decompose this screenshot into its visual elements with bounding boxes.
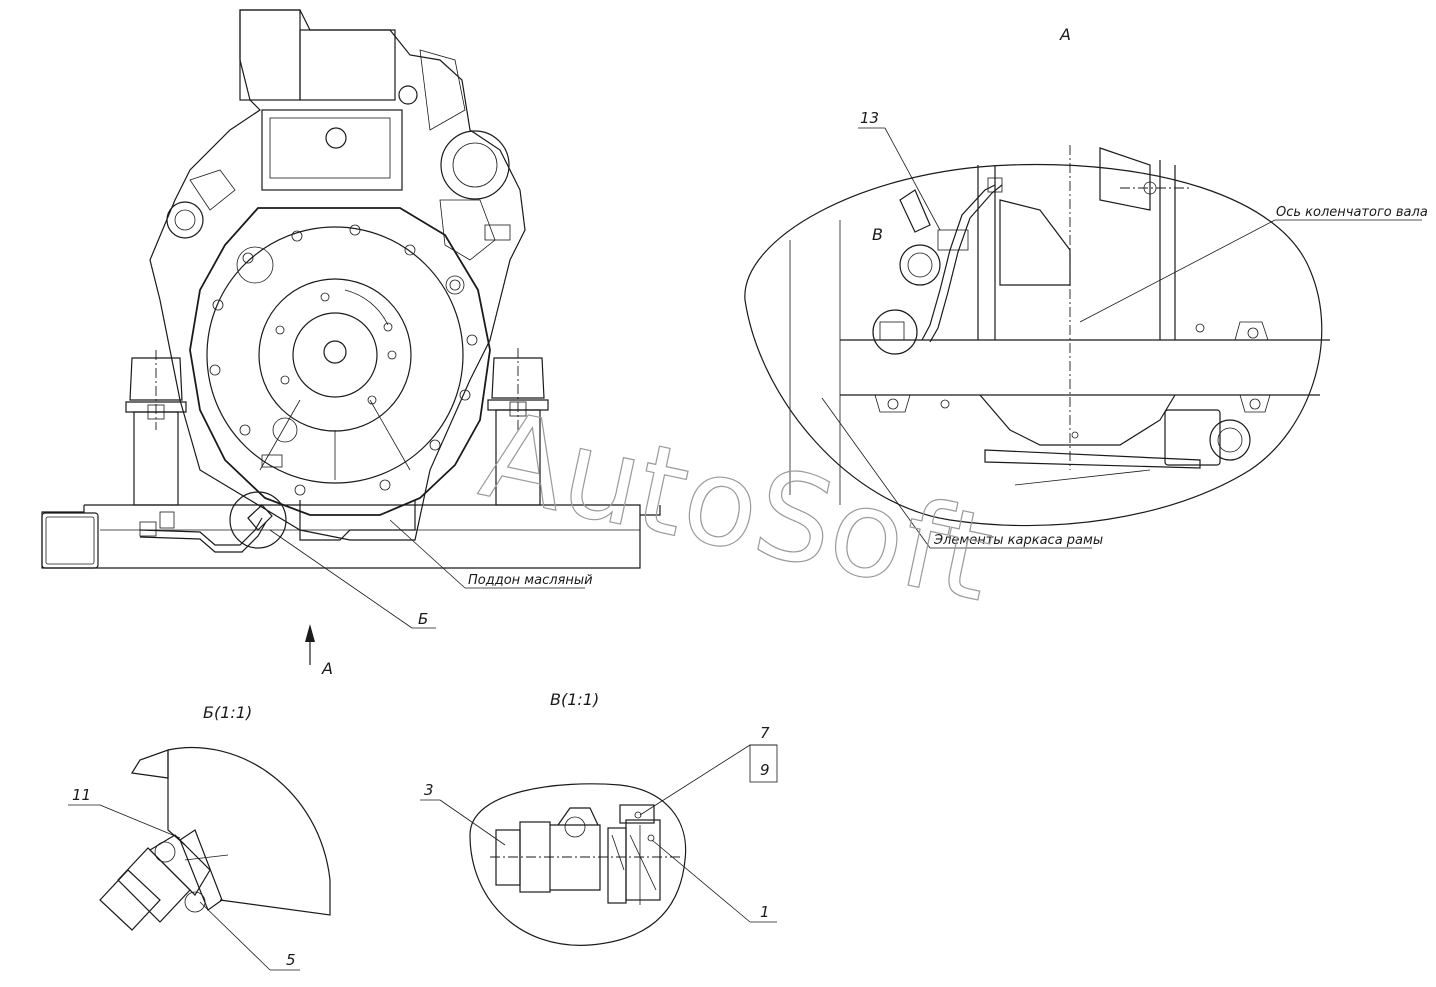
pos-5-label: 5 bbox=[286, 951, 296, 969]
autosoft-watermark: AutoSoft bbox=[470, 386, 1003, 629]
view-a-arrow-label: A bbox=[321, 659, 333, 678]
pos-1-label: 1 bbox=[760, 903, 770, 921]
engine-front-view bbox=[41, 9, 661, 569]
view-a: A bbox=[744, 25, 1428, 549]
detail-b-leader: Б bbox=[269, 529, 436, 629]
mount-bosses bbox=[874, 321, 1271, 413]
callout-v-label: В bbox=[872, 225, 883, 244]
frame-elements-label: Элементы каркаса рамы bbox=[933, 533, 1103, 548]
view-a-arrow: A bbox=[305, 624, 333, 678]
pos-13-label: 13 bbox=[860, 109, 879, 127]
detail-b-title: Б(1:1) bbox=[203, 703, 252, 722]
pos-7-label: 7 bbox=[760, 724, 770, 742]
detail-b: Б(1:1) 11 5 bbox=[68, 703, 331, 971]
oil-pan-label: Поддон масляный bbox=[468, 573, 593, 588]
leader-b-label: Б bbox=[418, 610, 428, 628]
view-a-title: A bbox=[1059, 25, 1071, 44]
pos-11-label: 11 bbox=[72, 786, 91, 804]
detail-v-title: В(1:1) bbox=[550, 690, 599, 709]
pos-9-label: 9 bbox=[760, 761, 770, 779]
detail-v: В(1:1) 3 7 9 1 bbox=[420, 690, 778, 946]
pos-3-label: 3 bbox=[424, 781, 434, 799]
crankshaft-axis-label: Ось коленчатого вала bbox=[1276, 205, 1428, 220]
flywheel-housing-bolts bbox=[209, 224, 478, 496]
oil-pan-callout: Поддон масляный bbox=[389, 519, 593, 589]
